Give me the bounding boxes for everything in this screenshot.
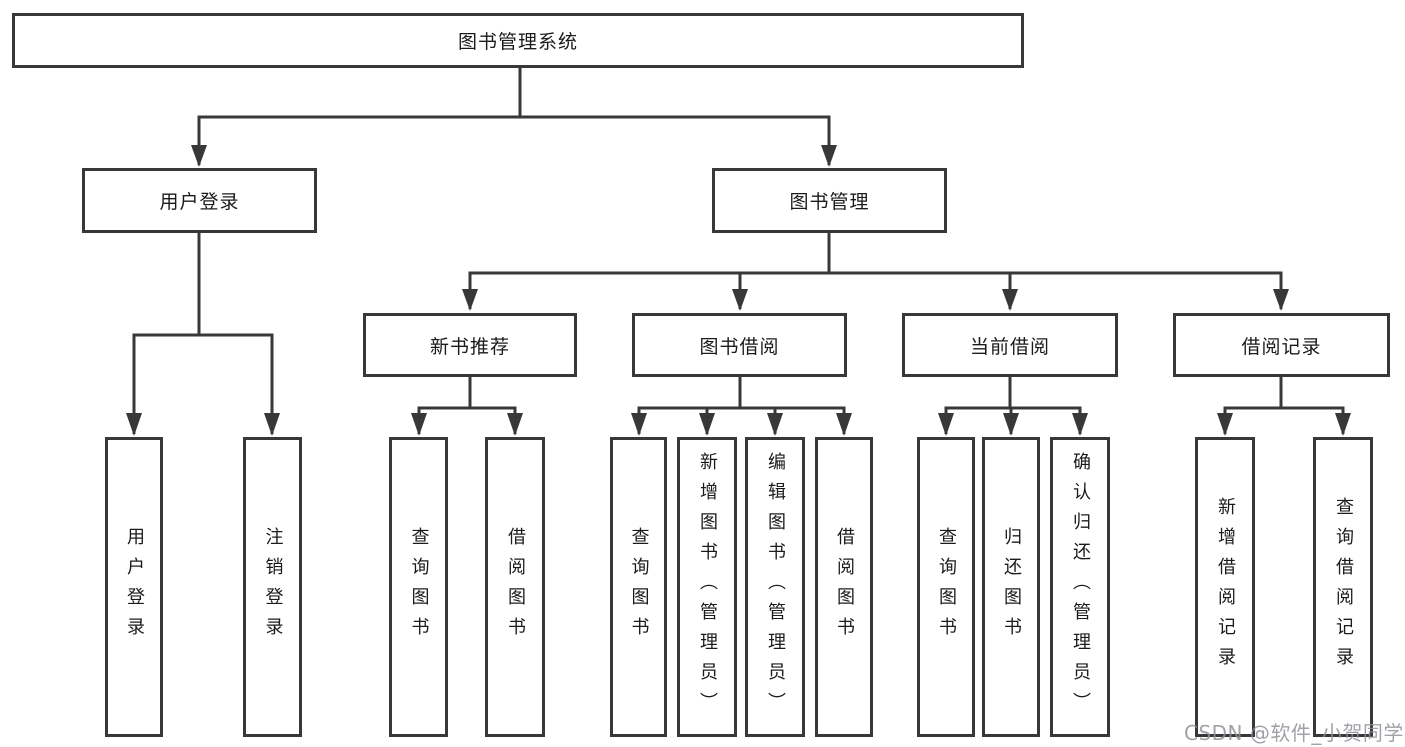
watermark: CSDN @软件_小贺同学 [1184, 721, 1404, 745]
node-borrowing-records: 借阅记录 [1173, 313, 1390, 377]
arrowhead-icons [126, 145, 1351, 436]
connector-borrow-leaves [637, 377, 846, 434]
connector-record-leaves [1223, 377, 1345, 434]
leaf-user-login: 用户登录 [105, 437, 163, 737]
connector-bookmgmt-level3 [468, 233, 1283, 309]
arrow-down-icon [1002, 289, 1018, 311]
leaf-confirm-return-admin: 确认归还（管理员） [1050, 437, 1110, 737]
leaf-add-borrow-record: 新增借阅记录 [1195, 437, 1255, 737]
arrow-down-icon [732, 289, 748, 311]
arrow-down-icon [462, 289, 478, 311]
arrow-down-icon [1072, 413, 1088, 436]
arrow-down-icon [631, 413, 647, 436]
node-new-book-recommend: 新书推荐 [363, 313, 577, 377]
connector-userlogin-leaves [132, 233, 274, 434]
leaf-borrow-books: 借阅图书 [815, 437, 873, 737]
node-current-borrowing: 当前借阅 [902, 313, 1118, 377]
connector-newbook-leaves [417, 377, 517, 434]
arrow-down-icon [1335, 413, 1351, 436]
node-book-management: 图书管理 [712, 168, 947, 233]
arrow-down-icon [699, 413, 715, 436]
leaf-query-books-recommend: 查询图书 [389, 437, 448, 737]
arrow-down-icon [1003, 413, 1019, 436]
node-book-borrowing: 图书借阅 [632, 313, 847, 377]
leaf-query-books-current: 查询图书 [917, 437, 975, 737]
arrow-down-icon [821, 145, 837, 167]
leaf-query-borrow-record: 查询借阅记录 [1313, 437, 1373, 737]
arrow-down-icon [411, 413, 427, 436]
arrow-down-icon [1273, 289, 1289, 311]
arrow-down-icon [126, 413, 142, 436]
leaf-borrow-books-recommend: 借阅图书 [485, 437, 545, 737]
arrow-down-icon [191, 145, 207, 167]
node-user-login: 用户登录 [82, 168, 317, 233]
leaf-add-books-admin: 新增图书（管理员） [677, 437, 737, 737]
arrow-down-icon [507, 413, 523, 436]
arrow-down-icon [767, 413, 783, 436]
leaf-return-books: 归还图书 [982, 437, 1040, 737]
leaf-query-books-borrow: 查询图书 [610, 437, 667, 737]
node-root-system: 图书管理系统 [12, 13, 1024, 68]
leaf-edit-books-admin: 编辑图书（管理员） [745, 437, 805, 737]
arrow-down-icon [836, 413, 852, 436]
connector-root-level2 [197, 68, 831, 165]
arrow-down-icon [264, 413, 280, 436]
leaf-logout: 注销登录 [243, 437, 302, 737]
arrow-down-icon [938, 413, 954, 436]
arrow-down-icon [1217, 413, 1233, 436]
